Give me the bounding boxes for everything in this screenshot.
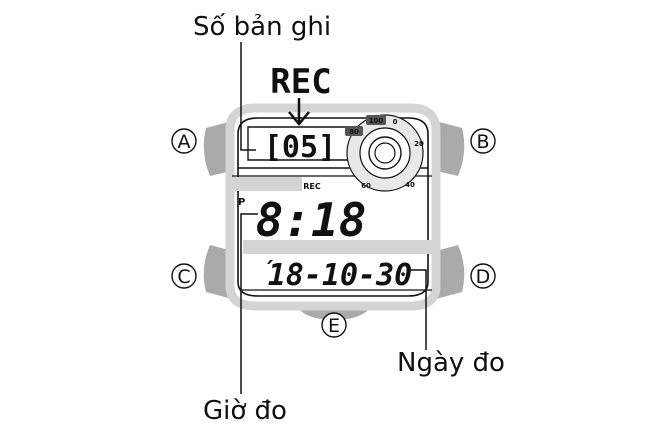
button-c-marker: [171, 263, 197, 289]
dial-label-0: 0: [393, 118, 398, 126]
dial-label-100-bg: [366, 115, 386, 125]
rec-large-label: REC: [270, 62, 331, 102]
dial-label-40: 40: [405, 181, 415, 189]
callout-record-number: Số bản ghi: [193, 12, 332, 42]
button-a-marker: [171, 128, 197, 154]
button-a-letter: A: [178, 131, 191, 153]
button-c-letter: C: [177, 266, 190, 288]
callout-measure-time: Giờ đo: [203, 396, 287, 426]
rec-arrow-head: [288, 111, 310, 126]
p-indicator: P: [238, 197, 245, 208]
date-apostrophe: ´: [262, 259, 275, 284]
lcd-band-bottom: [243, 240, 432, 254]
dial-label-20: 20: [414, 140, 424, 148]
dial-label-80-bg: [345, 126, 363, 136]
leader-record-number: [240, 42, 256, 151]
dial-label-100: 100: [369, 117, 384, 125]
watch-face-outline: [237, 117, 429, 297]
dial-label-60: 60: [361, 182, 371, 190]
measure-time-value: 8:18: [256, 193, 367, 247]
altimeter-dial-hub: [374, 142, 396, 164]
button-d-marker: [470, 263, 496, 289]
button-e-marker: [321, 312, 347, 338]
leader-measure-date: [410, 269, 427, 350]
lcd-band-top: [232, 177, 302, 191]
altimeter-dial-center: [368, 136, 402, 170]
button-b-marker: [470, 128, 496, 154]
measure-date-value: 18-10-30: [268, 258, 413, 293]
button-d-letter: D: [476, 266, 491, 288]
callout-measure-date: Ngày đo: [397, 348, 505, 378]
button-b-letter: B: [476, 131, 489, 153]
rec-small-label: REC: [303, 182, 321, 191]
altimeter-dial-inner-ring: [359, 127, 411, 179]
button-e-letter: E: [328, 315, 340, 337]
dial-label-80: 80: [349, 128, 359, 136]
record-number-value: [05]: [264, 130, 336, 165]
leader-measure-time: [240, 213, 258, 394]
